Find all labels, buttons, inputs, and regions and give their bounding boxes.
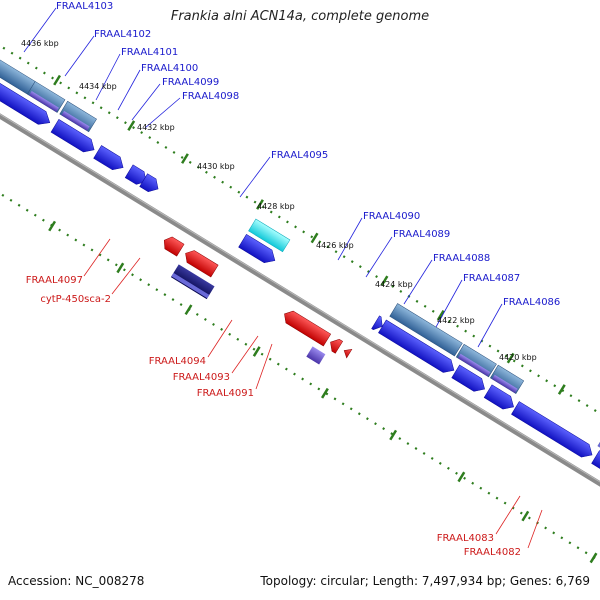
gene-feature bbox=[389, 303, 463, 357]
cds-arrow bbox=[371, 315, 383, 330]
gene-label: FRAAL4101 bbox=[121, 47, 178, 58]
gene-label: FRAAL4083 bbox=[437, 533, 494, 544]
gene-label: FRAAL4088 bbox=[433, 253, 490, 264]
gene-label: FRAAL4102 bbox=[94, 29, 151, 40]
scale-label: 4432 kbp bbox=[137, 123, 175, 132]
cyan-feature bbox=[248, 218, 291, 253]
accession-text: Accession: NC_008278 bbox=[8, 574, 145, 588]
major-ticks-outer bbox=[53, 74, 566, 395]
gene-row bbox=[0, 39, 525, 394]
cds-arrow bbox=[483, 384, 514, 410]
gene-label: FRAAL4087 bbox=[463, 273, 520, 284]
gene-label: FRAAL4082 bbox=[464, 547, 521, 558]
major-ticks-inner bbox=[48, 220, 598, 564]
cytp450-feature bbox=[170, 264, 215, 300]
gene-label: FRAAL4086 bbox=[503, 297, 560, 308]
gene-label: FRAAL4098 bbox=[182, 91, 239, 102]
cds-arrow bbox=[238, 233, 276, 264]
reverse-cds-row bbox=[163, 236, 353, 359]
cds-arrow bbox=[124, 164, 147, 185]
cytp450-highlight bbox=[171, 272, 210, 299]
genome-backbone bbox=[0, 47, 600, 553]
scale-label: 4430 kbp bbox=[197, 162, 235, 171]
scale-label: 4420 kbp bbox=[499, 353, 537, 362]
gene-label: FRAAL4103 bbox=[56, 1, 113, 12]
scale-label: 4428 kbp bbox=[257, 202, 295, 211]
inner-tick-row bbox=[0, 104, 600, 600]
gene-label: FRAAL4097 bbox=[26, 275, 83, 286]
gene-label: FRAAL4099 bbox=[162, 77, 219, 88]
cds-arrow bbox=[378, 319, 455, 373]
forward-cds-row bbox=[0, 56, 600, 485]
cds-arrow bbox=[511, 401, 593, 458]
gene-label: FRAAL4094 bbox=[149, 356, 206, 367]
map-title: Frankia alni ACN14a, complete genome bbox=[170, 9, 430, 24]
cds-arrow bbox=[343, 349, 353, 359]
cds-arrow bbox=[163, 236, 185, 257]
violet-features bbox=[29, 90, 518, 394]
scale-label: 4434 kbp bbox=[79, 82, 117, 91]
cds-arrow bbox=[185, 250, 219, 278]
cds-arrow bbox=[451, 364, 485, 392]
cds-arrow bbox=[139, 173, 159, 193]
gene-label: FRAAL4091 bbox=[197, 388, 254, 399]
scale-label: 4422 kbp bbox=[437, 316, 475, 325]
forward-gene-labels: FRAAL4103 FRAAL4102 FRAAL4101 FRAAL4100 … bbox=[56, 1, 560, 308]
reverse-gene-labels: FRAAL4097 cytP-450sca-2 FRAAL4094 FRAAL4… bbox=[26, 275, 521, 558]
genome-summary: Topology: circular; Length: 7,497,934 bp… bbox=[260, 574, 590, 588]
gene-label: FRAAL4089 bbox=[393, 229, 450, 240]
gene-label: FRAAL4090 bbox=[363, 211, 420, 222]
cds-arrow bbox=[0, 56, 51, 125]
scale-label: 4426 kbp bbox=[316, 241, 354, 250]
outer-tick-row bbox=[0, 0, 600, 501]
scale-labels: 4436 kbp 4434 kbp 4432 kbp 4430 kbp 4428… bbox=[21, 39, 537, 362]
gene-label: FRAAL4093 bbox=[173, 372, 230, 383]
forward-leader-lines bbox=[23, 7, 503, 348]
scale-label: 4436 kbp bbox=[21, 39, 59, 48]
cds-arrow bbox=[330, 339, 344, 354]
gene-label: FRAAL4100 bbox=[141, 63, 198, 74]
genome-backbone-highlight bbox=[0, 47, 600, 550]
cds-arrow bbox=[93, 145, 124, 171]
reverse-leader-lines bbox=[83, 238, 543, 549]
cds-arrow bbox=[284, 310, 332, 347]
cds-arrow bbox=[50, 119, 95, 153]
cds-arrow bbox=[591, 450, 600, 485]
gene-label: cytP-450sca-2 bbox=[40, 294, 111, 305]
fraal4093-feature bbox=[306, 346, 326, 365]
scale-label: 4424 kbp bbox=[375, 280, 413, 289]
gene-label: FRAAL4095 bbox=[271, 150, 328, 161]
